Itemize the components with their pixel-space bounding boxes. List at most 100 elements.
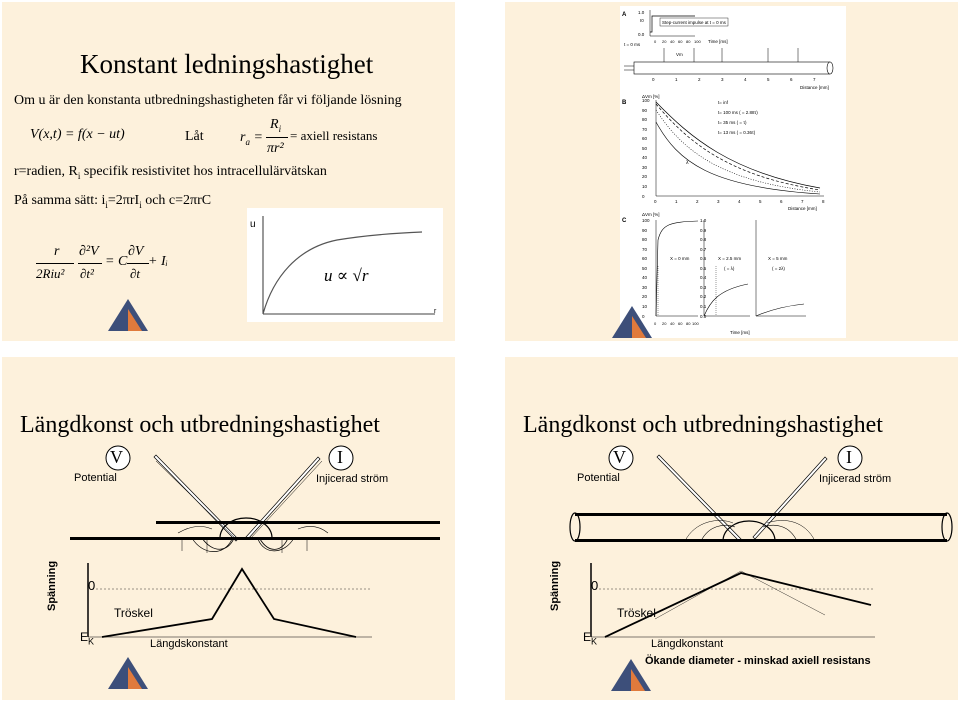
svg-text:0: 0	[642, 314, 645, 319]
ra-fraction-bar	[266, 137, 288, 138]
panel-b-svg: B ΔVm [%] 100 90 80 70 60 50 40 30 20 10…	[622, 94, 825, 211]
svg-text:5: 5	[767, 77, 770, 82]
same-way-line: På samma sätt: ii=2πrIi och c=2πrC	[14, 193, 212, 210]
slide3-v-label: V	[110, 447, 123, 467]
svg-text:0.5: 0.5	[700, 266, 707, 271]
lat-label: Låt	[185, 129, 204, 144]
svg-text:60: 60	[642, 256, 648, 261]
u-r-plot	[247, 208, 443, 322]
slide4-title: Längdkonst och utbredningshastighet	[523, 412, 883, 438]
svg-text:0: 0	[654, 199, 657, 204]
svg-text:40: 40	[642, 155, 648, 160]
u-r-plot-svg	[262, 216, 435, 315]
slide4-diagram	[569, 445, 953, 638]
svg-text:0.1: 0.1	[700, 304, 707, 309]
ra-denominator: πr²	[267, 141, 284, 156]
svg-text:3: 3	[721, 77, 724, 82]
definition-line: r=radien, Ri specifik resistivitet hos i…	[14, 164, 327, 181]
slide4-zero-label: 0	[591, 578, 599, 593]
svg-text:t= 35 ms ( = τ): t= 35 ms ( = τ)	[718, 120, 747, 125]
svg-text:60: 60	[642, 136, 648, 141]
slide4-v-label: V	[613, 447, 626, 467]
slide3-title: Längdkonst och utbredningshastighet	[20, 412, 380, 438]
slide-3: Längdkonst och utbredningshastighet V I …	[2, 357, 455, 700]
slide3-troskel-label: Tröskel	[114, 606, 153, 620]
svg-text:40: 40	[670, 321, 675, 326]
slide4-langd-label: Längdkonstant	[651, 638, 724, 650]
slide4-corner-triangle	[611, 659, 651, 691]
svg-text:80: 80	[642, 237, 648, 242]
svg-text:80: 80	[686, 39, 691, 44]
panel-a-letter: A	[622, 12, 627, 18]
svg-text:0: 0	[654, 39, 657, 44]
svg-text:1: 1	[675, 199, 678, 204]
svg-text:60: 60	[678, 39, 683, 44]
svg-text:50: 50	[642, 266, 648, 271]
svg-text:0.3: 0.3	[700, 285, 707, 290]
svg-text:t= inf: t= inf	[718, 100, 729, 105]
slide-1: Konstant ledningshastighet Om u är den k…	[2, 2, 455, 341]
slide1-intro: Om u är den konstanta utbredningshastigh…	[14, 93, 402, 108]
svg-text:0.7: 0.7	[700, 247, 707, 252]
svg-text:ΔVm [%]: ΔVm [%]	[642, 212, 660, 217]
cable-eq-dt: ∂t	[130, 266, 141, 281]
svg-text:Time [ms]: Time [ms]	[708, 39, 728, 44]
svg-text:30: 30	[642, 285, 648, 290]
slide3-langd-label: Längdskonstant	[150, 638, 228, 650]
svg-text:40: 40	[670, 39, 675, 44]
svg-text:B: B	[622, 100, 627, 106]
cable-eq-bar3	[127, 263, 149, 264]
svg-text:0.0: 0.0	[638, 32, 645, 37]
svg-text:Time [ms]: Time [ms]	[730, 330, 750, 335]
ra-lhs: ra =	[240, 130, 263, 147]
svg-text:0.2: 0.2	[700, 294, 707, 299]
cable-eq-dt2: ∂t²	[80, 266, 94, 281]
slide3-corner-triangle	[108, 657, 148, 689]
svg-text:( = 2λ): ( = 2λ)	[772, 266, 785, 271]
slide3-i-label: I	[337, 447, 343, 467]
svg-text:4: 4	[744, 77, 747, 82]
t0-label: t = 0 ms	[624, 42, 641, 47]
plot-u-axis-label: u	[250, 219, 256, 230]
svg-text:0.8: 0.8	[700, 237, 707, 242]
svg-text:10: 10	[642, 304, 648, 309]
slide4-i-label: I	[846, 447, 852, 467]
svg-text:C: C	[622, 218, 627, 224]
svg-text:2: 2	[698, 77, 701, 82]
svg-text:100: 100	[692, 321, 699, 326]
slide4-ek-label: EK	[583, 630, 598, 647]
svg-text:5: 5	[759, 199, 762, 204]
svg-text:t= 100 ms ( = 2.88τ): t= 100 ms ( = 2.88τ)	[718, 110, 758, 115]
svg-text:8: 8	[822, 199, 825, 204]
svg-text:1: 1	[675, 77, 678, 82]
svg-text:100: 100	[694, 39, 701, 44]
svg-text:100: 100	[642, 98, 650, 103]
svg-text:20: 20	[662, 321, 667, 326]
svg-text:ΔVm [%]: ΔVm [%]	[642, 94, 660, 99]
svg-text:20: 20	[642, 174, 648, 179]
svg-text:I0: I0	[640, 18, 644, 23]
sqrt-curve	[262, 231, 423, 315]
slide3-ek-label: EK	[80, 630, 95, 647]
slide-4: Längdkonst och utbredningshastighet V I …	[505, 357, 958, 700]
svg-text:80: 80	[642, 117, 648, 122]
svg-text:70: 70	[642, 127, 648, 132]
cable-eq-bar1	[36, 263, 74, 264]
cable-eq-num: r	[54, 244, 60, 259]
svg-text:2: 2	[696, 199, 699, 204]
slide4-troskel-label: Tröskel	[617, 606, 656, 620]
cable-eq-ii: + Iᵢ	[148, 254, 168, 269]
svg-text:6: 6	[780, 199, 783, 204]
panel-a-svg: A 1.0 0.0 I0 Step-current impulse at t =…	[622, 10, 834, 90]
slide3-potential-label: Potential	[74, 472, 117, 484]
svg-text:X = 2.5 mm: X = 2.5 mm	[718, 256, 741, 261]
svg-text:20: 20	[642, 294, 648, 299]
figure-panel	[620, 6, 846, 338]
slide1-title: Konstant ledningshastighet	[80, 49, 374, 79]
svg-text:7: 7	[801, 199, 804, 204]
svg-text:60: 60	[678, 321, 683, 326]
svg-text:λ: λ	[686, 160, 689, 166]
svg-text:90: 90	[642, 108, 648, 113]
svg-text:0.0: 0.0	[700, 314, 707, 319]
slide4-spanning-label: Spänning	[549, 560, 561, 611]
